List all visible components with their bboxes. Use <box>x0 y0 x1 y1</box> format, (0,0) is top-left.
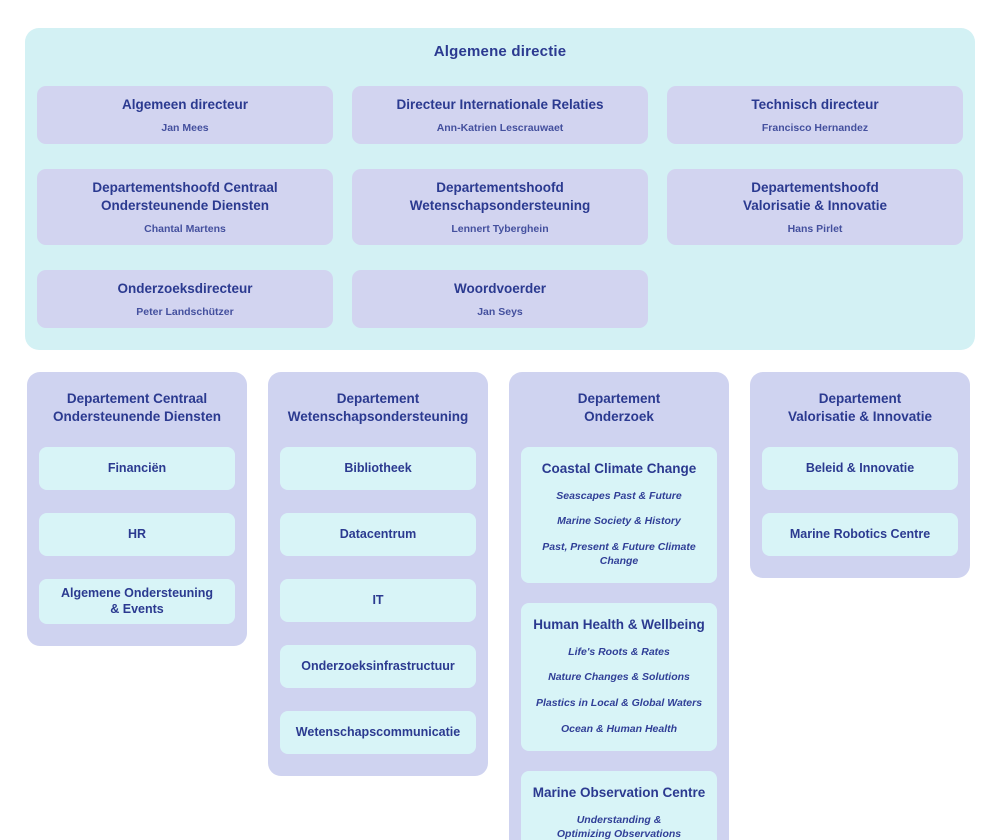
person-name: Chantal Martens <box>144 223 226 236</box>
person-name: Francisco Hernandez <box>761 122 869 135</box>
research-group: Ocean & Human Health <box>560 722 678 735</box>
role-title: Woordvoerder <box>453 280 546 296</box>
unit-beleid-innovatie: Beleid & Innovatie <box>762 447 958 491</box>
dept-title: Departement Wetenschapsondersteuning <box>287 391 469 424</box>
directie-box-algemeen-directeur: Algemeen directeur Jan Mees <box>37 86 333 144</box>
unit-label: Marine Robotics Centre <box>789 527 931 542</box>
unit-label: Coastal Climate Change <box>541 461 697 477</box>
dept-title: Departement Onderzoek <box>577 391 661 424</box>
unit-algemene-ondersteuning-events: Algemene Ondersteuning & Events <box>39 579 235 624</box>
dept-wetenschapsondersteuning: Departement Wetenschapsondersteuning Bib… <box>268 372 488 777</box>
dept-onderzoek: Departement Onderzoek Coastal Climate Ch… <box>509 372 729 840</box>
role-title: Departementshoofd Wetenschapsondersteuni… <box>409 179 591 213</box>
research-group: Seascapes Past & Future <box>556 489 682 502</box>
research-group: Past, Present & Future Climate Change <box>542 540 696 567</box>
unit-label: Datacentrum <box>339 527 417 542</box>
unit-coastal-climate-change: Coastal Climate Change Seascapes Past & … <box>521 447 717 584</box>
unit-bibliotheek: Bibliotheek <box>280 447 476 491</box>
unit-datacentrum: Datacentrum <box>280 513 476 557</box>
unit-label: Human Health & Wellbeing <box>533 617 705 633</box>
unit-marine-robotics-centre: Marine Robotics Centre <box>762 513 958 557</box>
unit-label: Wetenschapscommunicatie <box>295 725 461 740</box>
dept-title: Departement Valorisatie & Innovatie <box>787 391 933 424</box>
directie-box-hoofd-valorisatie-innovatie: Departementshoofd Valorisatie & Innovati… <box>667 169 963 245</box>
person-name: Lennert Tyberghein <box>451 223 549 236</box>
role-title: Directeur Internationale Relaties <box>396 96 604 112</box>
person-name: Peter Landschützer <box>136 306 234 319</box>
research-group: Understanding & Optimizing Observations <box>556 813 682 840</box>
dept-valorisatie-innovatie: Departement Valorisatie & Innovatie Bele… <box>750 372 970 579</box>
directie-box-internationale-relaties: Directeur Internationale Relaties Ann-Ka… <box>352 86 648 144</box>
unit-onderzoeksinfrastructuur: Onderzoeksinfrastructuur <box>280 645 476 689</box>
directie-box-hoofd-centraal-ondersteunende-diensten: Departementshoofd Centraal Ondersteunend… <box>37 169 333 245</box>
research-group: Plastics in Local & Global Waters <box>535 697 703 710</box>
role-title: Technisch directeur <box>751 96 879 112</box>
role-title: Departementshoofd Centraal Ondersteunend… <box>92 179 278 213</box>
unit-it: IT <box>280 579 476 623</box>
role-title: Algemeen directeur <box>121 96 249 112</box>
departments-row: Departement Centraal Ondersteunende Dien… <box>27 372 970 840</box>
research-group: Nature Changes & Solutions <box>548 671 690 684</box>
unit-label: Financiën <box>107 461 167 476</box>
unit-label: HR <box>127 527 147 542</box>
dept-centraal-ondersteunende-diensten: Departement Centraal Ondersteunende Dien… <box>27 372 247 646</box>
unit-label: Onderzoeksinfrastructuur <box>301 659 455 674</box>
research-group: Marine Society & History <box>557 515 681 528</box>
person-name: Jan Mees <box>161 122 209 135</box>
unit-human-health-wellbeing: Human Health & Wellbeing Life's Roots & … <box>521 603 717 752</box>
panel-title: Algemene directie <box>433 43 567 60</box>
role-title: Departementshoofd Valorisatie & Innovati… <box>742 179 888 213</box>
unit-label: Algemene Ondersteuning & Events <box>60 586 214 617</box>
unit-label: Bibliotheek <box>344 461 412 476</box>
unit-financien: Financiën <box>39 447 235 491</box>
role-title: Onderzoeksdirecteur <box>117 280 253 296</box>
dept-title: Departement Centraal Ondersteunende Dien… <box>52 391 222 424</box>
directie-box-technisch-directeur: Technisch directeur Francisco Hernandez <box>667 86 963 144</box>
research-group: Life's Roots & Rates <box>568 645 670 658</box>
directie-box-woordvoerder: Woordvoerder Jan Seys <box>352 270 648 328</box>
directie-box-onderzoeksdirecteur: Onderzoeksdirecteur Peter Landschützer <box>37 270 333 328</box>
directie-grid: Algemeen directeur Jan Mees Directeur In… <box>37 86 963 328</box>
unit-label: Marine Observation Centre <box>532 785 706 801</box>
unit-hr: HR <box>39 513 235 557</box>
directie-box-hoofd-wetenschapsondersteuning: Departementshoofd Wetenschapsondersteuni… <box>352 169 648 245</box>
person-name: Hans Pirlet <box>787 223 843 236</box>
person-name: Jan Seys <box>477 306 523 319</box>
algemene-directie-panel: Algemene directie Algemeen directeur Jan… <box>25 28 975 350</box>
person-name: Ann-Katrien Lescrauwaet <box>436 122 564 135</box>
unit-marine-observation-centre: Marine Observation Centre Understanding … <box>521 771 717 840</box>
unit-label: IT <box>372 593 384 608</box>
unit-label: Beleid & Innovatie <box>805 461 915 476</box>
unit-wetenschapscommunicatie: Wetenschapscommunicatie <box>280 711 476 755</box>
